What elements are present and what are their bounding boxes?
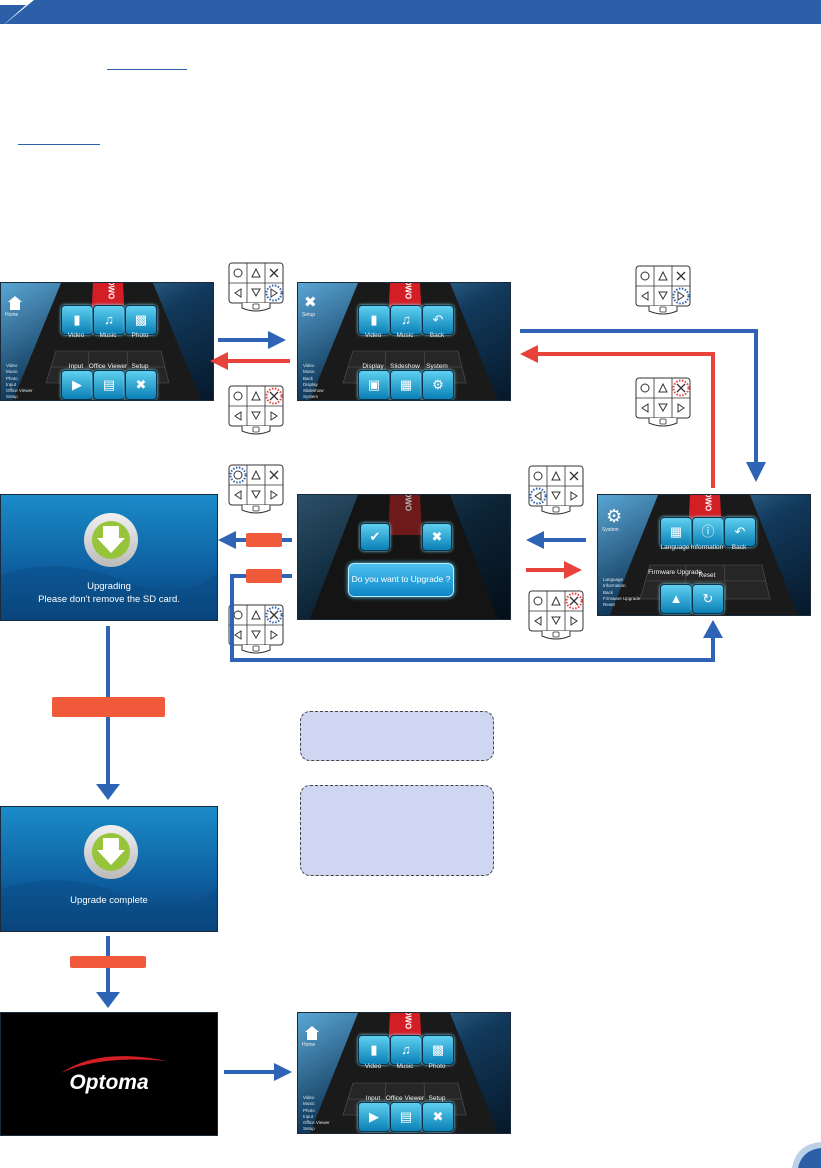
- corner-label: Home: [302, 1042, 316, 1048]
- menu-label: Slideshow: [390, 363, 420, 370]
- menu-label: Back: [731, 544, 747, 551]
- menu-label: Photo: [428, 1063, 446, 1070]
- film-icon[interactable]: ▮: [358, 1035, 390, 1065]
- info-icon[interactable]: ⓘ: [692, 517, 724, 547]
- boot-screen: Optoma: [0, 1012, 218, 1136]
- film-icon[interactable]: ▮: [61, 305, 93, 335]
- keypad-circle-key: [228, 464, 284, 514]
- home-menu-screen-final: DWO Home ▮ ♫ ▩ Video Music Photo Input O…: [297, 1012, 511, 1134]
- menu-label: Display: [362, 363, 384, 370]
- note-box: [300, 785, 494, 876]
- film-icon[interactable]: ▮: [358, 305, 390, 335]
- menu-label: Back: [429, 332, 445, 339]
- dialog-question: Do you want to Upgrade ?: [351, 574, 451, 584]
- upgrade-complete-text: Upgrade complete: [70, 895, 148, 906]
- progress-pill: [52, 697, 165, 717]
- upgrade-icon[interactable]: ▲: [660, 584, 692, 614]
- menu-label: Information: [690, 544, 724, 551]
- document-icon[interactable]: ▤: [390, 1102, 422, 1132]
- keypad-right-key: [635, 265, 691, 315]
- logo-swoosh: [61, 1056, 167, 1073]
- corner-label: Setup: [302, 312, 316, 318]
- confirm-dialog-screen: DWO ✔ ✖ Do you want to Upgrade ?: [297, 494, 511, 620]
- photo-icon[interactable]: ▩: [422, 1035, 454, 1065]
- page-corner-badge: [792, 1142, 821, 1168]
- menu-label: Firmware Upgrade: [648, 569, 702, 576]
- menu-label: Input: [68, 363, 84, 370]
- upgrading-text: Upgrading: [87, 581, 131, 592]
- note-box: [300, 711, 494, 761]
- menu-label: Setup: [131, 363, 149, 370]
- keypad-x-key: [228, 604, 284, 654]
- home-icon: [304, 1025, 320, 1041]
- menu-label: Input: [365, 1095, 381, 1102]
- menu-label: Video: [67, 332, 85, 339]
- optoma-logo: Optoma: [69, 1071, 149, 1094]
- slideshow-icon[interactable]: ▦: [390, 370, 422, 400]
- link-underline: [18, 144, 100, 145]
- menu-label: Reset: [698, 572, 716, 579]
- display-icon[interactable]: ▣: [358, 370, 390, 400]
- link-underline: [107, 69, 187, 70]
- gear-icon[interactable]: ⚙: [422, 370, 454, 400]
- reset-icon[interactable]: ↻: [692, 584, 724, 614]
- menu-label: Language: [660, 544, 690, 551]
- tools-icon: ✖: [304, 294, 317, 311]
- music-note-icon[interactable]: ♫: [93, 305, 125, 335]
- upgrading-warning: Please don't remove the SD card.: [38, 594, 180, 605]
- input-icon[interactable]: ▶: [61, 370, 93, 400]
- menu-label: Music: [99, 332, 117, 339]
- back-arrow-icon[interactable]: ↶: [422, 305, 454, 335]
- action-pill: [246, 569, 282, 583]
- keypad-x-key: [228, 385, 284, 435]
- music-note-icon[interactable]: ♫: [390, 305, 422, 335]
- close-icon[interactable]: ✖: [422, 523, 452, 551]
- menu-label: Setup: [428, 1095, 446, 1102]
- keypad-x-key: [528, 590, 584, 640]
- menu-label: Video: [364, 332, 382, 339]
- language-icon[interactable]: ▦: [660, 517, 692, 547]
- upgrading-screen: Upgrading Please don't remove the SD car…: [0, 494, 218, 621]
- upgrade-complete-screen: Upgrade complete: [0, 806, 218, 932]
- corner-label: System: [602, 527, 619, 533]
- restart-pill: [70, 956, 146, 968]
- tools-icon[interactable]: ✖: [125, 370, 157, 400]
- menu-label: Music: [396, 1063, 414, 1070]
- menu-label: System: [426, 363, 448, 370]
- gear-icon: ⚙: [606, 506, 623, 526]
- menu-label: Video: [364, 1063, 382, 1070]
- photo-icon[interactable]: ▩: [125, 305, 157, 335]
- menu-label: Photo: [131, 332, 149, 339]
- confirm-dialog: Do you want to Upgrade ?: [348, 563, 454, 597]
- menu-label: Music: [396, 332, 414, 339]
- header-bar-edge: [0, 24, 821, 28]
- tools-icon[interactable]: ✖: [422, 1102, 454, 1132]
- check-icon[interactable]: ✔: [360, 523, 390, 551]
- corner-label: Home: [5, 312, 19, 318]
- keypad-left-key: [528, 465, 584, 515]
- back-arrow-icon[interactable]: ↶: [724, 517, 756, 547]
- header-bar: [0, 0, 821, 28]
- setup-menu-screen: DWO ✖ Setup ▮ ♫ ↶ Video Music Back Displ…: [297, 282, 511, 401]
- action-pill: [246, 533, 282, 547]
- menu-label: Office Viewer: [88, 363, 128, 370]
- home-menu-screen: DWO Home ▮ ♫ ▩ Video Music Photo Input O…: [0, 282, 214, 401]
- home-icon: [7, 295, 23, 311]
- menu-label: Office Viewer: [385, 1095, 425, 1102]
- keypad-right-key: [228, 262, 284, 312]
- keypad-x-key: [635, 377, 691, 427]
- system-menu-screen: DWO ⚙ System ▦ ⓘ ↶ Language Information …: [597, 494, 811, 616]
- input-icon[interactable]: ▶: [358, 1102, 390, 1132]
- document-icon[interactable]: ▤: [93, 370, 125, 400]
- music-note-icon[interactable]: ♫: [390, 1035, 422, 1065]
